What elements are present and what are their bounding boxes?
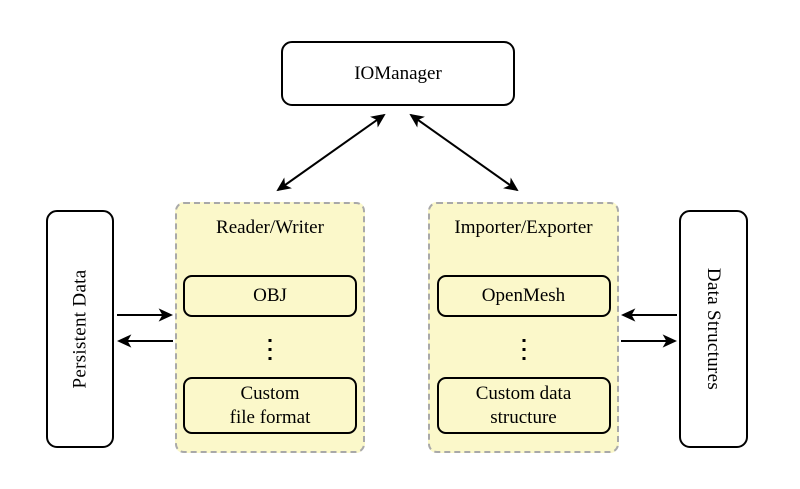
- reader-writer-group: Reader/Writer OBJ Custom file format: [175, 202, 365, 453]
- persistent-data-box: Persistent Data: [46, 210, 114, 448]
- vertical-ellipsis: [268, 339, 272, 360]
- data-structures-label: Data Structures: [703, 267, 725, 391]
- data-structures-box: Data Structures: [679, 210, 748, 448]
- importer-exporter-group: Importer/Exporter OpenMesh Custom data s…: [428, 202, 619, 453]
- vertical-ellipsis: [522, 339, 525, 360]
- importer-exporter-title: Importer/Exporter: [454, 217, 593, 238]
- arrow-iomanager-importerexporter: [409, 113, 519, 192]
- custom-file-format-box: Custom file format: [183, 377, 357, 434]
- iomanager-label: IOManager: [354, 62, 442, 84]
- obj-box: OBJ: [183, 275, 357, 317]
- openmesh-box: OpenMesh: [436, 275, 611, 317]
- custom-data-structure-box: Custom data structure: [436, 377, 611, 434]
- persistent-data-label: Persistent Data: [69, 269, 91, 389]
- reader-writer-title: Reader/Writer: [216, 217, 324, 238]
- iomanager-box: IOManager: [281, 41, 515, 106]
- arrow-iomanager-readerwriter: [276, 113, 386, 192]
